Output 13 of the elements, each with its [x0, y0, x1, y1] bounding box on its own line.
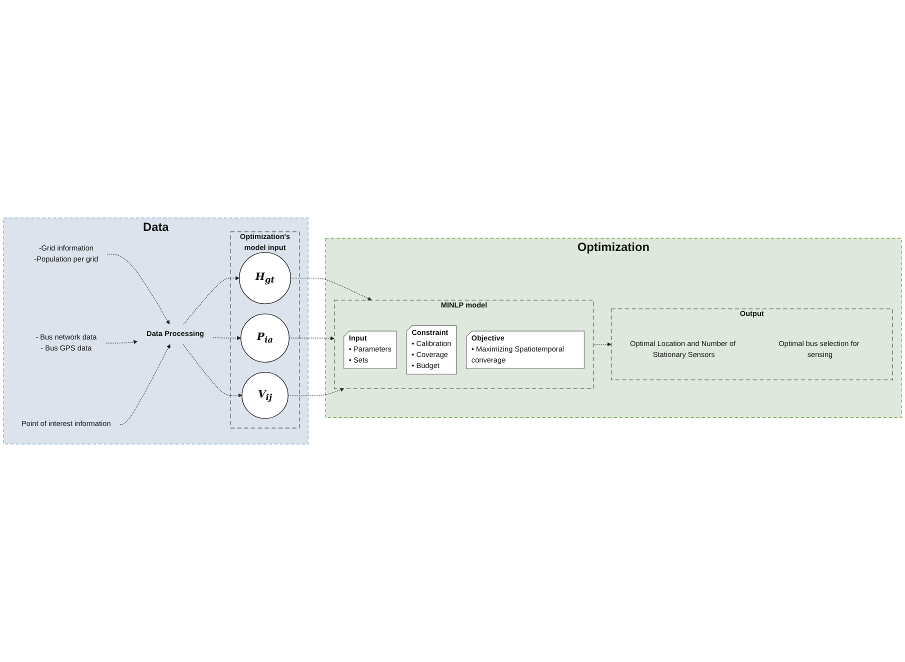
arrow — [182, 344, 242, 398]
node-circle: V$_{ij}$ — [242, 372, 288, 419]
arrow — [107, 254, 170, 324]
arrow — [594, 342, 612, 346]
arrow — [212, 336, 242, 340]
arrow — [106, 340, 138, 344]
arrow — [288, 388, 344, 396]
arrow — [183, 276, 240, 324]
node-circle: H$_{gt}$ — [238, 252, 292, 304]
node-circle: P$_{ia}$ — [240, 314, 290, 363]
arrow — [120, 344, 170, 425]
arrow — [288, 336, 334, 340]
arrow — [290, 278, 372, 300]
